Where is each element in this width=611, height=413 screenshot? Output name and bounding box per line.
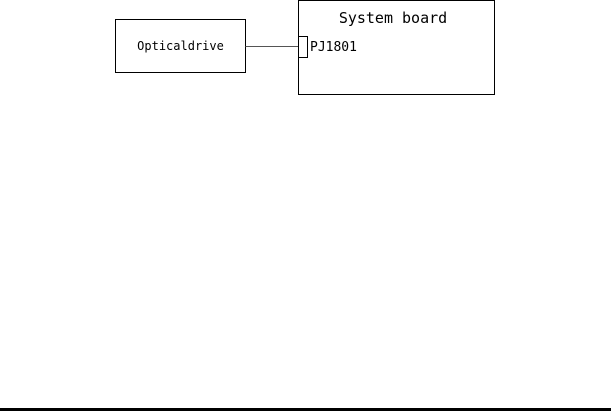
bottom-rule	[0, 408, 611, 411]
optical-drive-block: Opticaldrive	[115, 19, 246, 73]
connector-label: PJ1801	[310, 40, 357, 55]
system-board-box	[298, 0, 495, 95]
optical-drive-label: Opticaldrive	[137, 39, 224, 53]
system-board-label: System board	[339, 9, 447, 27]
connector-socket	[298, 36, 308, 58]
optical-drive-box	[115, 19, 246, 73]
system-board-block: System board PJ1801	[298, 0, 495, 95]
